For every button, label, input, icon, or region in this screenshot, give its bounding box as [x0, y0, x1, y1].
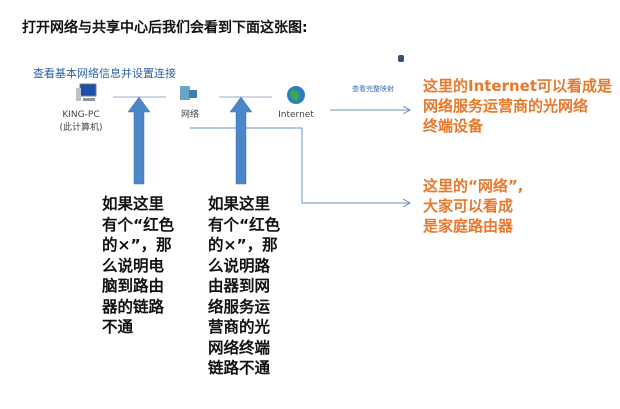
- note-line: 这里的“网络”,: [423, 177, 524, 195]
- note-line: 的×”，那: [208, 236, 278, 254]
- view-full-map-link[interactable]: 查看完整映射: [352, 85, 394, 93]
- node-label[interactable]: KING-PC: [62, 110, 100, 120]
- network-pointer-arrow: [190, 127, 410, 203]
- note-line: 不通: [102, 318, 134, 336]
- left-note: 如果这里 有个“红色 的×”，那 么说明电 脑到路由 器的链路 不通: [102, 194, 174, 338]
- internet-globe-icon: [287, 86, 305, 104]
- node-internet[interactable]: Internet: [278, 110, 314, 120]
- note-line: 是家庭路由器: [423, 217, 514, 235]
- node-sublabel: (此计算机): [59, 123, 103, 133]
- note-line: 这里的Internet可以看成是: [423, 77, 613, 95]
- node-pc: KING-PC (此计算机): [56, 109, 106, 135]
- note-line: 链路不通: [208, 359, 271, 377]
- note-line: 营商的光: [208, 318, 271, 336]
- node-network[interactable]: 网络: [180, 110, 199, 120]
- view-network-info-link[interactable]: 查看基本网络信息并设置连接: [33, 67, 176, 80]
- note-line: 如果这里: [102, 195, 165, 213]
- note-line: 由器到网: [208, 277, 271, 295]
- note-line: 网络终端: [208, 338, 271, 357]
- note-line: 络服务运: [208, 297, 271, 316]
- note-line: 大家可以看成: [423, 197, 514, 215]
- page-title: 打开网络与共享中心后我们会看到下面这张图:: [22, 20, 308, 36]
- note-line: 有个“红色: [208, 215, 281, 234]
- note-line: 的×”，那: [102, 236, 172, 254]
- right-note: 如果这里 有个“红色 的×”，那 么说明路 由器到网 络服务运 营商的光 网络终…: [208, 194, 280, 379]
- network-icon: [180, 86, 197, 100]
- help-icon[interactable]: [398, 55, 404, 62]
- note-line: 么说明电: [102, 256, 165, 275]
- note-line: 么说明路: [208, 256, 271, 275]
- note-line: 器的链路: [102, 297, 165, 316]
- note-line: 脑到路由: [102, 277, 165, 295]
- note-line: 网络服务运营商的光网络: [423, 97, 589, 115]
- computer-icon: [76, 83, 97, 101]
- note-line: 终端设备: [423, 117, 484, 135]
- note-line: 如果这里: [208, 195, 271, 213]
- note-line: 有个“红色: [102, 215, 175, 234]
- up-arrow-right: [229, 96, 253, 185]
- up-arrow-left: [127, 96, 151, 185]
- internet-note: 这里的Internet可以看成是 网络服务运营商的光网络 终端设备: [423, 76, 612, 136]
- network-note: 这里的“网络”, 大家可以看成 是家庭路由器: [423, 176, 523, 236]
